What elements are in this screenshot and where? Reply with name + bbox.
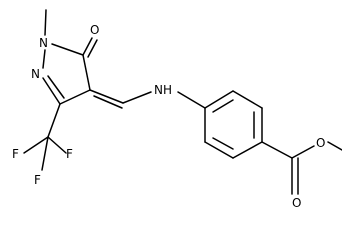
bond-nh-benzene	[177, 91, 206, 109]
bond-c3-n2-outer	[42, 77, 61, 105]
atom-label-o-ester-carbonyl: O	[292, 196, 301, 210]
atom-label-o-carbonyl: O	[90, 23, 99, 37]
benzene-ring	[204, 90, 263, 159]
atom-label-nh: NH	[154, 83, 172, 97]
exocyclic-double-bond	[89, 89, 124, 109]
atom-label-n1: N	[39, 36, 48, 50]
atom-label-f3: F	[34, 173, 41, 187]
bond-n1-methyl	[44, 9, 47, 36]
atom-label-f1: F	[66, 147, 73, 161]
atom-label-n2: N	[31, 67, 40, 81]
atom-label-f2: F	[12, 147, 19, 161]
trifluoromethyl-group	[23, 103, 67, 171]
pyrazolone-ring	[42, 43, 91, 105]
carbonyl-bond	[82, 37, 98, 58]
ester-group	[261, 141, 342, 195]
bond-n2-n1	[42, 49, 46, 69]
atom-label-o-ester: O	[316, 136, 325, 150]
bond-c5-c4	[82, 54, 91, 91]
bond-c4-c3	[59, 89, 91, 105]
molecule-structure: N N O NH F F F O O	[12, 9, 342, 210]
bond-ch-nh	[122, 91, 152, 104]
bond-c3-n2-inner	[47, 75, 65, 99]
bond-n1-c5	[51, 43, 84, 56]
